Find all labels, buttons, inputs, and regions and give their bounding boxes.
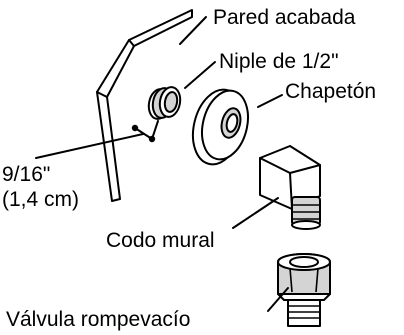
vacuum-breaker-valve xyxy=(277,253,331,327)
label-finished-wall: Pared acabada xyxy=(213,6,356,29)
label-measure: 9/16" xyxy=(2,163,50,186)
label-nipple: Niple de 1/2" xyxy=(219,50,339,73)
dimension-marker xyxy=(131,120,159,143)
label-wall-elbow: Codo mural xyxy=(106,229,215,252)
nipple xyxy=(147,86,182,120)
escutcheon xyxy=(191,88,249,166)
wall-elbow xyxy=(259,145,321,230)
label-vacuum-breaker: Válvula rompevacío xyxy=(6,308,190,331)
leader-lines xyxy=(35,16,289,312)
finished-wall xyxy=(96,9,193,202)
label-escutcheon: Chapetón xyxy=(285,80,376,103)
label-measure-cm: (1,4 cm) xyxy=(2,188,79,211)
